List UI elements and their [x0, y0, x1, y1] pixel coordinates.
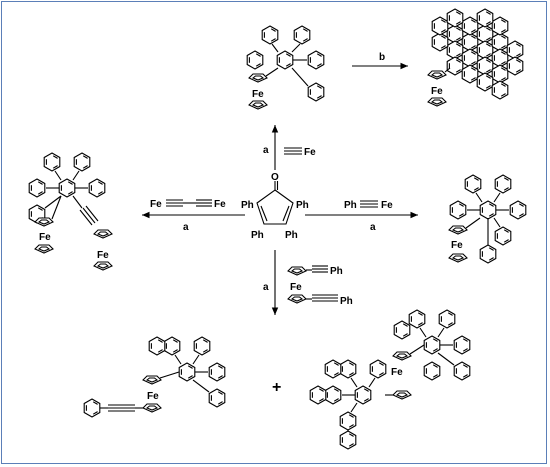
- reagent-bottom-ph-1: Ph: [330, 266, 343, 277]
- fe-label-bottom-left: Fe: [147, 391, 159, 402]
- fe-label-top-right: Fe: [431, 86, 443, 97]
- plus-sign: +: [272, 379, 281, 396]
- reagent-bottom-fe: Fe: [290, 282, 302, 293]
- fe-label-left-2: Fe: [97, 250, 109, 261]
- molecule-bottom-right: Fe: [309, 309, 471, 450]
- reagent-top-fe: Fe: [304, 147, 316, 158]
- reagent-right-ph: Ph: [344, 200, 357, 211]
- ph-label-2: Ph: [296, 200, 309, 211]
- molecule-bottom-left: Fe: [83, 336, 226, 418]
- ph-label-3: Ph: [251, 230, 264, 241]
- molecule-right: Fe: [448, 174, 527, 264]
- reagent-a-left: a: [183, 222, 189, 233]
- reagent-b: b: [379, 52, 385, 63]
- fe-label-top: Fe: [252, 89, 264, 100]
- reagent-bottom-ph-2: Ph: [340, 296, 353, 307]
- fe-label-right: Fe: [451, 240, 463, 251]
- reagent-a-right: a: [370, 222, 376, 233]
- reagent-a-down: a: [263, 282, 269, 293]
- reagent-left-fe: Fe: [150, 199, 162, 210]
- reagent-left-fe-end: Fe: [214, 199, 226, 210]
- cyclopentadienone: O Ph Ph Ph Ph: [241, 172, 309, 241]
- reagent-a-up: a: [263, 145, 269, 156]
- reagent-right-fe: Fe: [381, 200, 393, 211]
- ph-label-1: Ph: [241, 200, 254, 211]
- molecule-top: Fe: [246, 25, 325, 110]
- molecule-top-right: Fe: [427, 8, 524, 107]
- fe-label-bottom-right: Fe: [391, 367, 403, 378]
- ph-label-4: Ph: [285, 230, 298, 241]
- oxygen-label: O: [271, 172, 279, 183]
- fe-label-left-1: Fe: [39, 232, 51, 243]
- molecule-left: Fe Fe: [28, 152, 113, 271]
